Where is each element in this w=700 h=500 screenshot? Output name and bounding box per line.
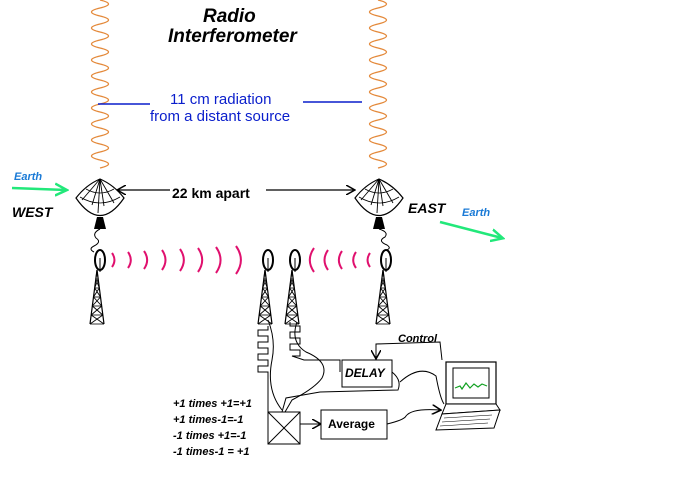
link-arc-west-4 — [179, 248, 185, 272]
tower-west-icon — [89, 249, 106, 325]
earth-label-west: Earth — [14, 171, 43, 183]
link-arc-west-2 — [143, 250, 149, 270]
computer-monitor-icon — [435, 361, 501, 431]
link-arc-west-3 — [161, 249, 167, 271]
rule-line-1: +1 times +1=+1 — [173, 398, 252, 410]
link-arc-west-1 — [127, 251, 132, 269]
microwave-link-arcs — [111, 245, 371, 275]
separation-label: 22 km apart — [172, 185, 250, 201]
earth-label-east: Earth — [462, 207, 491, 219]
link-arc-west-7 — [235, 245, 242, 275]
title-line-2: Interferometer — [168, 26, 297, 47]
multiplier-icon — [267, 411, 301, 445]
cable-west-down — [90, 228, 101, 253]
link-arc-east-1 — [352, 251, 357, 269]
link-arc-west-0 — [111, 252, 116, 268]
rule-line-4: -1 times-1 = +1 — [173, 446, 250, 458]
cable-east-relay — [289, 322, 341, 372]
cable-west-wire — [267, 319, 283, 411]
radiation-label-line-1: 11 cm radiation — [170, 91, 272, 108]
dish-antenna-east-icon — [354, 178, 404, 229]
control-line — [376, 341, 443, 361]
tower-relay-west-icon — [257, 249, 274, 325]
average-to-computer-arrow — [386, 410, 440, 425]
computer-cable — [399, 370, 445, 405]
earth-arrow-east — [439, 220, 502, 238]
cable-east-wire — [284, 321, 325, 413]
site-label-east: EAST — [408, 200, 446, 216]
delay-label: DELAY — [345, 366, 385, 380]
title-line-1: Radio — [203, 6, 256, 27]
average-label: Average — [328, 417, 375, 431]
link-arc-east-3 — [323, 249, 329, 271]
link-arc-east-4 — [308, 247, 315, 273]
cable-west-relay — [257, 326, 269, 412]
rule-line-2: +1 times-1=-1 — [173, 414, 244, 426]
delay-box — [341, 359, 393, 388]
average-box — [320, 409, 388, 440]
dish-antenna-west-icon — [75, 178, 125, 229]
link-arc-east-0 — [366, 252, 371, 268]
link-arc-west-5 — [197, 247, 204, 273]
tower-relay-east-icon — [284, 249, 301, 325]
control-label: Control — [398, 333, 438, 345]
rule-line-3: -1 times +1=-1 — [173, 430, 247, 442]
link-arc-east-2 — [337, 250, 343, 270]
tower-east-icon — [375, 249, 392, 325]
link-arc-west-6 — [215, 246, 222, 274]
site-label-west: WEST — [12, 204, 53, 220]
cable-delay-out — [281, 371, 400, 413]
radiation-wave-west — [90, 0, 110, 169]
radiation-wave-east — [368, 0, 388, 169]
earth-arrow-west — [11, 188, 66, 190]
radiation-label-line-2: from a distant source — [150, 108, 291, 125]
cable-east-down — [378, 228, 390, 252]
